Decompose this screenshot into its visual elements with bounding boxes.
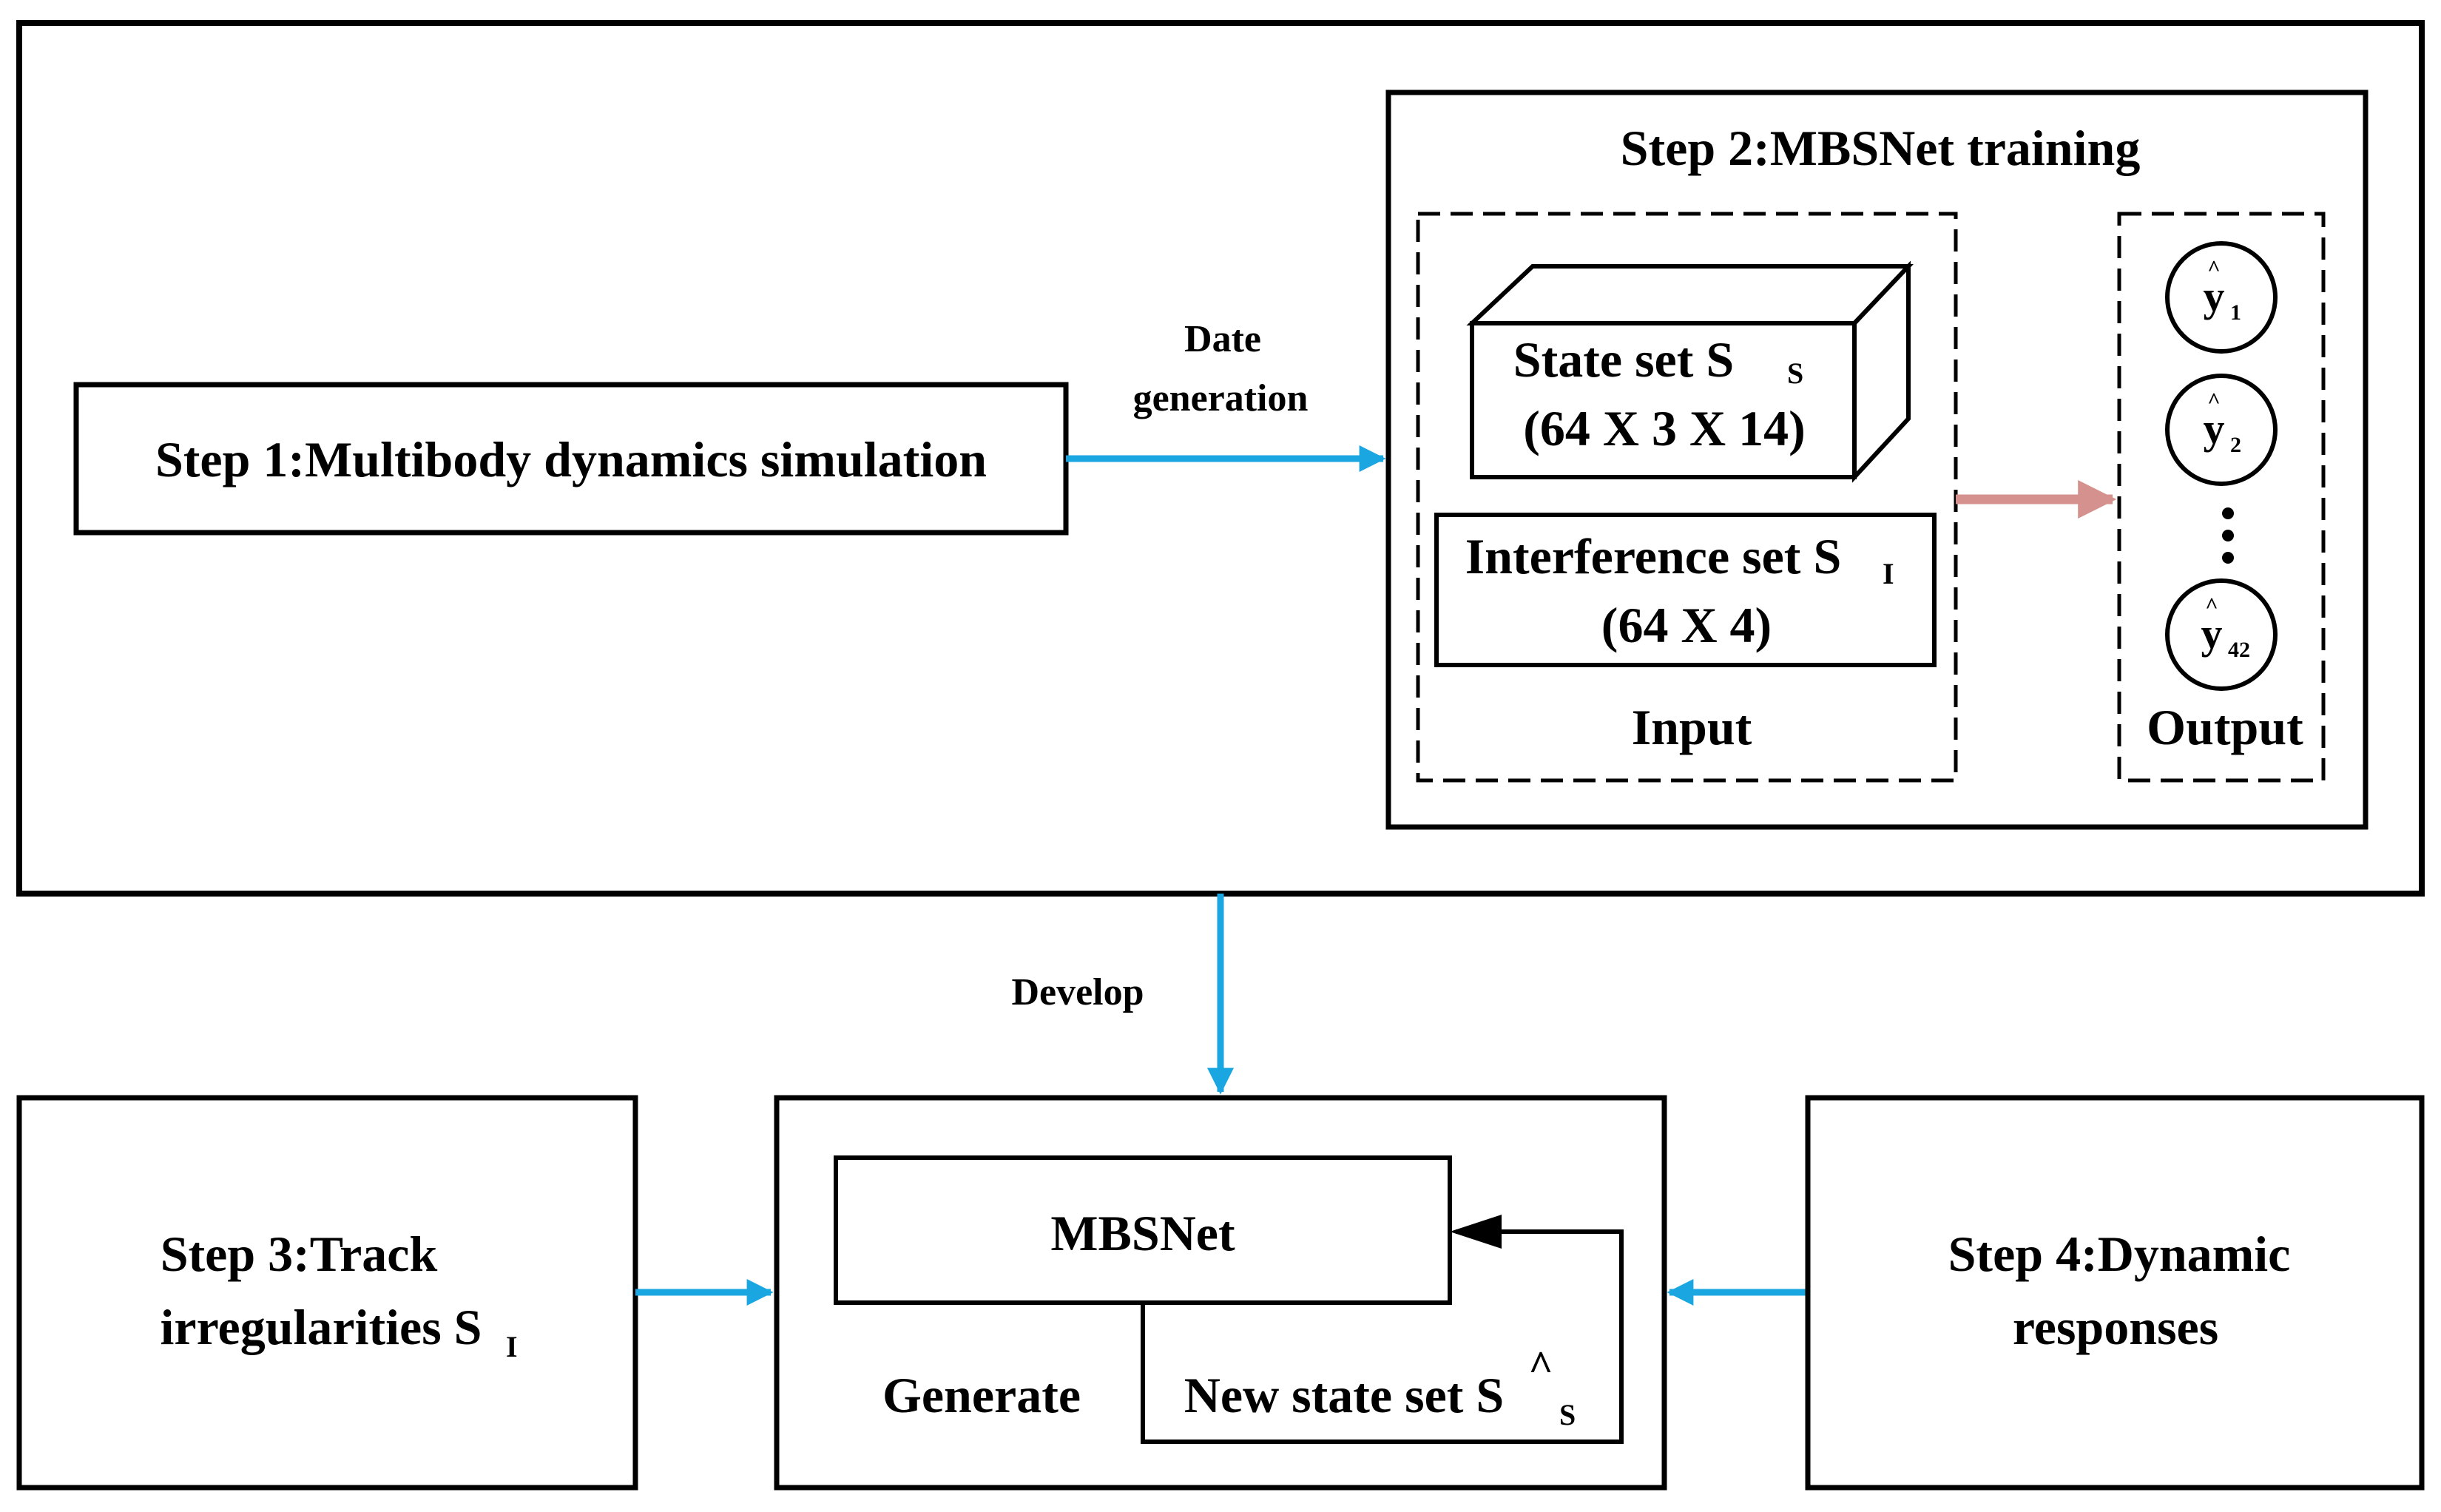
output-node-1-hat: ^ [2207,256,2220,280]
data-generation-arrow: Date generation [1066,318,1386,472]
output-node-42-hat: ^ [2205,593,2218,618]
output-region [2117,212,2326,783]
output-node-2-symbol: y [2204,405,2225,453]
mbsnet-outer-box: MBSNet Generate New state set S ^ S [774,1095,1667,1491]
interference-set-box: Interference set S I (64 X 4) [1434,513,1937,667]
step3-subscript: I [506,1330,518,1363]
state-set-subscript: S [1787,357,1803,390]
interference-set-label: Interference set S [1465,528,1842,584]
step3-line1: Step 3:Track [161,1226,438,1282]
output-node-1: ^ y 1 [2165,241,2278,354]
feedback-loop [1141,1229,1624,1444]
state-set-dims: (64 X 3 X 14) [1523,400,1806,456]
output-node-1-subscript: 1 [2230,300,2241,325]
output-ellipsis [2222,507,2234,564]
new-state-set-subscript: S [1559,1398,1576,1431]
step3-line2: irregularities S [161,1299,482,1355]
interference-set-dims: (64 X 4) [1601,597,1772,653]
mbsnet-box [834,1155,1452,1305]
new-state-set-hat: ^ [1528,1342,1553,1390]
develop-arrow: Develop [1011,894,1234,1095]
interference-set-subscript: I [1883,557,1894,590]
output-label: Output [2147,699,2303,755]
output-node-2-hat: ^ [2207,388,2220,413]
mbsnet-label: MBSNet [1050,1205,1235,1261]
new-state-set-label: New state set S [1184,1367,1504,1423]
generate-label: Generate [882,1367,1081,1423]
data-generation-label-line2: generation [1133,377,1309,419]
feedback-arrowhead [1450,1215,1502,1249]
step2-box: Step 2:MBSNet training State set S S (64… [1385,90,2369,830]
develop-label: Develop [1011,971,1144,1013]
output-node-42: ^ y 42 [2165,578,2278,691]
step2-title: Step 2:MBSNet training [1621,120,2141,176]
state-set-label: State set S [1513,331,1734,388]
state-set-cube: State set S S (64 X 3 X 14) [1466,260,1914,483]
output-node-2: ^ y 2 [2165,374,2278,486]
output-node-42-symbol: y [2201,610,2223,658]
output-node-1-symbol: y [2204,272,2225,320]
data-generation-label-line1: Date [1184,318,1261,360]
input-label: Input [1632,699,1752,755]
output-node-2-subscript: 2 [2230,433,2241,457]
step4-box: Step 4:Dynamic responses [1805,1095,2425,1491]
output-node-42-subscript: 42 [2228,638,2250,662]
step1-box: Step 1:Multibody dynamics simulation [73,382,1069,536]
step4-line2: responses [2013,1299,2218,1355]
step3-box: Step 3:Track irregularities S I [16,1095,638,1491]
step4-line1: Step 4:Dynamic [1948,1226,2291,1282]
step1-label: Step 1:Multibody dynamics simulation [155,431,987,487]
